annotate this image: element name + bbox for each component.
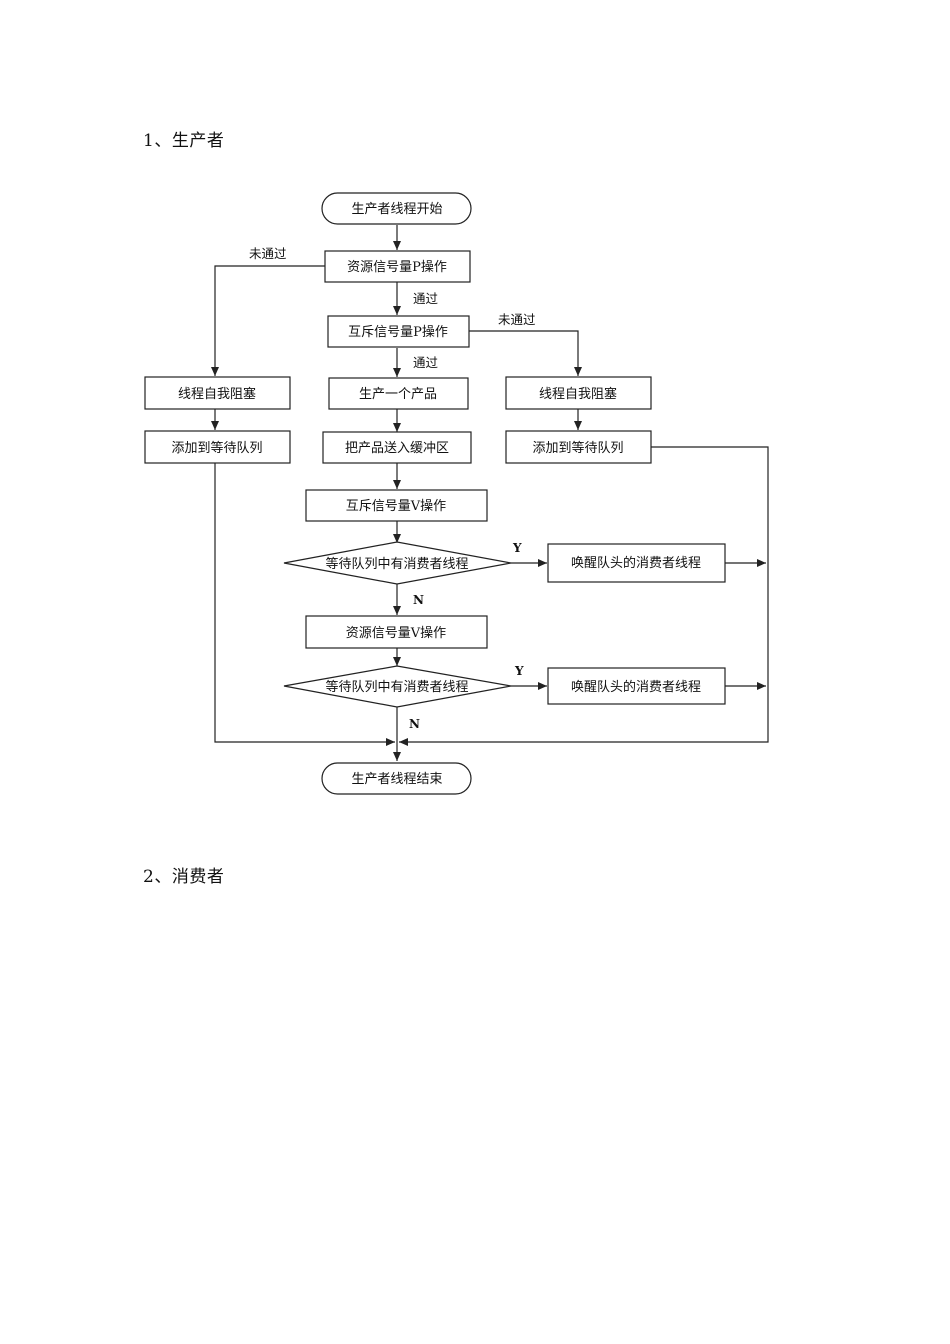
block-left-label: 线程自我阻塞 — [178, 386, 256, 402]
yes-label-1: Y — [512, 541, 522, 555]
block-left-box: 线程自我阻塞 — [144, 376, 291, 410]
start-terminator: 生产者线程开始 — [321, 192, 472, 225]
edge-label-not-passed-1: 未通过 — [249, 246, 287, 261]
queue-right-box: 添加到等待队列 — [505, 430, 652, 464]
check-wait-diamond-2: 等待队列中有消费者线程 — [283, 665, 512, 708]
end-terminator: 生产者线程结束 — [321, 762, 472, 795]
block-right-box: 线程自我阻塞 — [505, 376, 652, 410]
no-label-1: N — [413, 593, 424, 607]
resource-p-label: 资源信号量P操作 — [347, 259, 447, 275]
queue-right-label: 添加到等待队列 — [532, 440, 623, 456]
produce-label: 生产一个产品 — [359, 387, 437, 402]
wake-box-1: 唤醒队头的消费者线程 — [547, 543, 726, 583]
queue-left-box: 添加到等待队列 — [144, 430, 291, 464]
resource-v-label: 资源信号量V操作 — [346, 625, 446, 641]
no-label-2: N — [409, 717, 420, 731]
mutex-p-label: 互斥信号量P操作 — [348, 324, 448, 340]
check-wait-label-2: 等待队列中有消费者线程 — [325, 679, 468, 695]
mutex-v-label: 互斥信号量V操作 — [346, 498, 446, 514]
produce-box: 生产一个产品 — [328, 377, 469, 410]
yes-label-2: Y — [514, 664, 524, 678]
queue-left-label: 添加到等待队列 — [171, 440, 262, 456]
mutex-v-box: 互斥信号量V操作 — [305, 489, 488, 522]
resource-v-box: 资源信号量V操作 — [305, 615, 488, 649]
edge-label-passed-2: 通过 — [413, 355, 439, 370]
consumer-heading: 2、消费者 — [143, 867, 225, 887]
wake-box-2: 唤醒队头的消费者线程 — [547, 667, 726, 705]
wake-label-2: 唤醒队头的消费者线程 — [571, 679, 701, 695]
producer-heading: 1、生产者 — [143, 131, 225, 151]
edge-label-not-passed-2: 未通过 — [498, 312, 536, 327]
resource-p-box: 资源信号量P操作 — [324, 250, 471, 283]
end-label: 生产者线程结束 — [351, 772, 442, 787]
connectors — [211, 225, 769, 761]
check-wait-diamond-1: 等待队列中有消费者线程 — [283, 541, 512, 585]
put-buffer-label: 把产品送入缓冲区 — [345, 441, 449, 456]
put-buffer-box: 把产品送入缓冲区 — [322, 431, 472, 464]
block-right-label: 线程自我阻塞 — [539, 386, 617, 402]
check-wait-label-1: 等待队列中有消费者线程 — [325, 556, 468, 572]
mutex-p-box: 互斥信号量P操作 — [327, 315, 470, 348]
start-label: 生产者线程开始 — [351, 202, 442, 217]
wake-label-1: 唤醒队头的消费者线程 — [571, 555, 701, 571]
edge-label-passed-1: 通过 — [413, 291, 439, 306]
